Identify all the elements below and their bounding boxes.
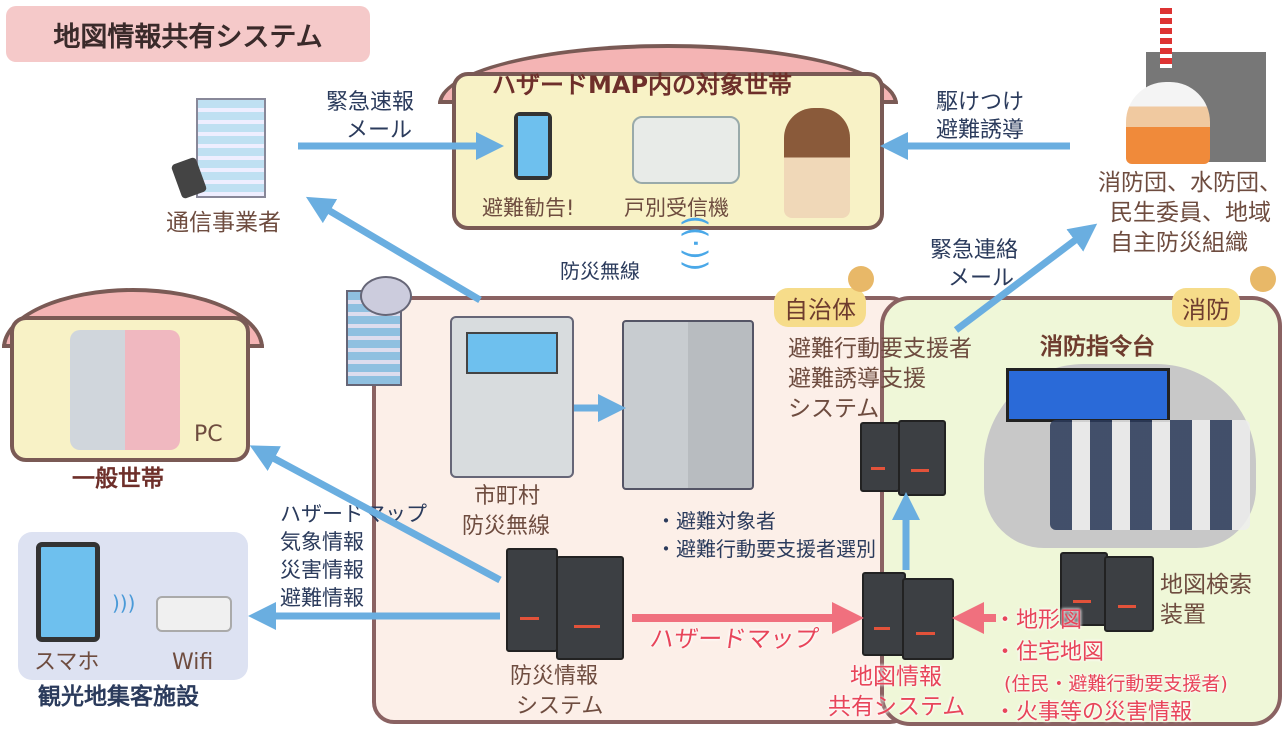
responders-label-2: 民生委員、地域 xyxy=(1110,200,1271,226)
support-system-label-2: 避難誘導支援 xyxy=(788,366,926,392)
fire-tag: 消防 xyxy=(1172,288,1240,327)
wifi-label: Wifi xyxy=(172,650,214,675)
radio-console-icon xyxy=(450,316,574,478)
server-note-2: ・避難行動要支援者選別 xyxy=(656,537,876,561)
emergency-mail-label-1: 緊急連絡 xyxy=(930,238,1019,263)
emergency-alert-label-2: メール xyxy=(346,118,413,143)
command-center-label: 消防指令台 xyxy=(1040,334,1155,360)
tablet-icon xyxy=(36,542,100,642)
data-list-1: ・地形図 xyxy=(994,608,1083,633)
pc-label: PC xyxy=(194,422,223,447)
search-device-label-1: 地図検索 xyxy=(1160,572,1252,598)
info-list-3: 災害情報 xyxy=(280,558,364,582)
radio-system-label-2: 防災無線 xyxy=(462,514,551,539)
search-server-icon xyxy=(1104,556,1154,632)
hazard-house-title: ハザードMAP内の対象世帯 xyxy=(492,71,793,99)
smartphone-icon xyxy=(514,112,552,180)
pc-user-icon xyxy=(70,330,180,450)
rush-label-2: 避難誘導 xyxy=(936,118,1025,143)
rush-label-1: 駆けつけ xyxy=(936,90,1025,115)
data-list-2: ・住宅地図 xyxy=(994,640,1105,665)
radio-label: 防災無線 xyxy=(560,259,640,283)
emergency-alert-label-1: 緊急速報 xyxy=(326,90,415,115)
radio-system-label-1: 市町村 xyxy=(474,484,541,509)
responders-icon xyxy=(1126,82,1210,164)
receiver-label: 戸別受信機 xyxy=(624,196,729,220)
smartphone-label: スマホ xyxy=(34,650,100,675)
phone-label: 避難勧告! xyxy=(482,196,575,220)
pin-icon xyxy=(1250,266,1276,292)
tower-icon xyxy=(1160,8,1172,68)
map-server-icon xyxy=(862,572,906,656)
pin-icon xyxy=(848,266,874,292)
data-list-4: ・火事等の災害情報 xyxy=(994,700,1193,725)
map-server-icon xyxy=(902,578,954,660)
municipality-tag: 自治体 xyxy=(774,288,866,327)
arrow-municipality-to-telecom xyxy=(305,196,482,304)
emergency-mail-label-2: メール xyxy=(948,266,1015,291)
info-list-2: 気象情報 xyxy=(280,530,364,554)
wifi-signal-icon: ))) xyxy=(112,591,136,615)
info-list-4: 避難情報 xyxy=(280,586,364,610)
info-system-label-1: 防災情報 xyxy=(510,664,599,689)
responders-label-3: 自主防災組織 xyxy=(1110,230,1248,256)
arrow-to-responders xyxy=(953,223,1098,333)
support-system-label-3: システム xyxy=(788,396,880,422)
info-list-1: ハザードマップ xyxy=(280,502,427,526)
info-system-label-2: システム xyxy=(516,694,604,719)
server-note-1: ・避難対象者 xyxy=(656,509,776,533)
telecom-label: 通信事業者 xyxy=(166,210,281,236)
arrow-to-general-house xyxy=(249,445,502,584)
search-device-label-2: 装置 xyxy=(1160,602,1206,628)
receiver-icon xyxy=(632,116,740,184)
wifi-router-icon xyxy=(156,596,232,632)
map-system-label-1: 地図情報 xyxy=(850,664,942,690)
support-system-label-1: 避難行動要支援者 xyxy=(788,336,972,362)
support-server-icon xyxy=(898,420,946,496)
tourist-facility-label: 観光地集客施設 xyxy=(38,684,199,710)
map-system-label-2: 共有システム xyxy=(828,694,966,720)
satellite-dish-icon xyxy=(360,276,412,316)
resident-icon xyxy=(784,108,850,218)
general-house-label: 一般世帯 xyxy=(72,466,164,492)
operators-icon xyxy=(1050,420,1250,530)
responders-label-1: 消防団、水防団、 xyxy=(1098,170,1282,196)
page-title: 地図情報共有システム xyxy=(6,6,370,62)
building-icon xyxy=(196,98,266,198)
info-server-icon xyxy=(506,548,558,652)
data-list-3: (住民・避難行動要支援者) xyxy=(1004,673,1228,695)
info-server-icon xyxy=(556,556,624,660)
